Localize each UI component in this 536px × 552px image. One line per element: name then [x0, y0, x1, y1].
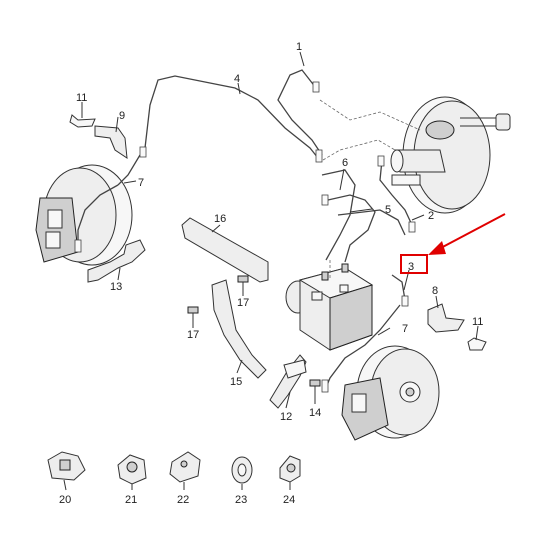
part-number-22: 22 [177, 494, 189, 506]
bracket-12 [269, 354, 307, 409]
part-number-11-right: 11 [472, 316, 483, 328]
part-number-23: 23 [235, 494, 247, 506]
part-number-7-left: 7 [138, 177, 144, 189]
clip-11-right [467, 337, 487, 351]
part-3-highlight [400, 213, 506, 274]
clip-22 [169, 451, 201, 483]
abs-hydraulic-unit [285, 263, 374, 351]
part-number-4: 4 [234, 73, 240, 85]
part-number-16: 16 [214, 213, 226, 225]
part-number-7-right: 7 [402, 323, 408, 335]
part-number-21: 21 [125, 494, 137, 506]
part-number-13: 13 [110, 281, 122, 293]
clip-21 [117, 454, 147, 485]
bracket-8 [427, 303, 465, 333]
part-number-15: 15 [230, 376, 242, 388]
highlight-arrowhead [428, 241, 446, 255]
bolt-17-left [187, 306, 199, 326]
part-number-2: 2 [428, 210, 434, 222]
bracket-15 [211, 279, 267, 379]
part-number-17-left: 17 [187, 329, 199, 341]
brake-booster [390, 96, 511, 214]
highlight-box [400, 254, 428, 274]
grommet-23 [231, 456, 253, 484]
bolt-14 [309, 379, 321, 400]
clip-11-left [69, 114, 96, 128]
front-left-brake-assembly [35, 164, 133, 266]
bolt-17-right [237, 275, 249, 294]
bracket-13 [87, 239, 146, 283]
leader-lines [63, 51, 479, 491]
part-number-24: 24 [283, 494, 295, 506]
part-number-5: 5 [385, 204, 391, 216]
grommet-24 [279, 455, 301, 483]
part-number-11-left: 11 [76, 92, 87, 104]
part-number-8: 8 [432, 285, 438, 297]
part-number-17-right: 17 [237, 297, 249, 309]
part-number-9: 9 [119, 110, 125, 122]
part-number-14: 14 [309, 407, 321, 419]
heat-shield-16 [181, 217, 269, 283]
part-number-3: 3 [408, 261, 414, 273]
part-number-6: 6 [342, 157, 348, 169]
part-number-20: 20 [59, 494, 71, 506]
part-number-labels: 1 4 11 9 7 6 5 2 16 3 17 13 8 11 17 7 15… [59, 41, 483, 506]
reference-lines [319, 99, 421, 280]
part-number-1: 1 [296, 41, 302, 53]
clip-20 [47, 451, 86, 481]
highlight-arrow-shaft [436, 213, 506, 251]
brake-pipes [74, 69, 416, 393]
bracket-9 [94, 125, 128, 160]
part-number-12: 12 [280, 411, 292, 423]
rear-right-brake-assembly [341, 345, 440, 441]
